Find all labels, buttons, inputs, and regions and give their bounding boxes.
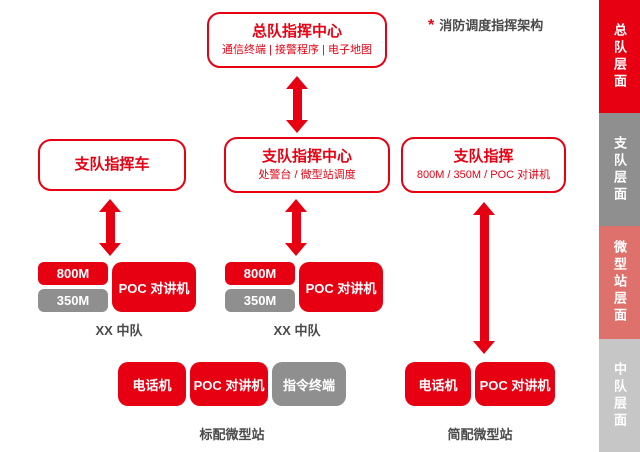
box-poc-standard: POC 对讲机: [190, 362, 268, 406]
box-label: POC 对讲机: [193, 377, 265, 393]
sidebar-item-headquarters-level: 总队层面: [599, 0, 640, 113]
arrow-up-icon: [286, 76, 308, 89]
node-detachment-command-center: 支队指挥中心 处警台 / 微型站调度: [224, 137, 390, 193]
node-subtitle: 通信终端 | 接警程序 | 电子地图: [222, 43, 372, 56]
sidebar-label: 总队层面: [612, 22, 627, 91]
sidebar-label: 中队层面: [612, 361, 627, 430]
box-label: 电话机: [418, 377, 458, 393]
node-title: 总队指挥中心: [251, 23, 342, 41]
node-title: 支队指挥中心: [261, 148, 352, 166]
arrow-detachment-to-simple-station: [473, 202, 495, 354]
arrow-shaft: [105, 211, 115, 244]
node-headquarters-command-center: 总队指挥中心 通信终端 | 接警程序 | 电子地图: [207, 12, 387, 68]
arrow-center-to-center-squad: [285, 199, 307, 256]
arrow-vehicle-to-left-squad: [99, 199, 121, 256]
label-squadron-center: XX 中队: [273, 323, 321, 338]
box-label: 电话机: [132, 377, 172, 393]
arrow-hq-to-detachment-center: [286, 76, 308, 133]
arrow-down-icon: [99, 243, 121, 256]
sidebar-item-detachment-level: 支队层面: [599, 113, 640, 226]
box-poc-radio-center: POC 对讲机: [299, 262, 383, 312]
sidebar-item-micro-station-level: 微型站层面: [599, 226, 640, 339]
box-command-terminal-standard: 指令终端: [272, 362, 346, 406]
box-poc-simple: POC 对讲机: [475, 362, 555, 406]
arrow-down-icon: [285, 243, 307, 256]
node-title: 支队指挥车: [74, 155, 150, 173]
tag-350m-left: 350M: [38, 289, 108, 312]
box-label: POC 对讲机: [479, 377, 551, 393]
arrow-down-icon: [473, 341, 495, 354]
box-phone-standard: 电话机: [118, 362, 186, 406]
arrow-up-icon: [473, 202, 495, 215]
arrow-up-icon: [285, 199, 307, 212]
tag-label: 350M: [56, 293, 90, 308]
label-simple-micro-station: 简配微型站: [447, 427, 513, 442]
diagram-note: * 消防调度指挥架构: [428, 15, 543, 35]
node-detachment-command: 支队指挥 800M / 350M / POC 对讲机: [401, 137, 566, 193]
note-asterisk-icon: *: [428, 17, 435, 34]
arrow-shaft: [292, 88, 302, 121]
sidebar-label: 支队层面: [612, 135, 627, 204]
box-label: POC 对讲机: [305, 280, 377, 296]
tag-label: 800M: [56, 266, 90, 281]
note-text: 消防调度指挥架构: [439, 18, 544, 33]
box-label: POC 对讲机: [118, 280, 190, 296]
node-subtitle: 处警台 / 微型站调度: [258, 168, 356, 181]
label-squadron-left: XX 中队: [95, 323, 143, 338]
box-poc-radio-left: POC 对讲机: [112, 262, 196, 312]
box-label: 指令终端: [282, 377, 335, 393]
box-phone-simple: 电话机: [405, 362, 471, 406]
tag-label: 350M: [243, 293, 277, 308]
sidebar-label: 微型站层面: [612, 240, 627, 325]
node-detachment-command-vehicle: 支队指挥车: [38, 139, 186, 191]
node-subtitle: 800M / 350M / POC 对讲机: [416, 168, 551, 181]
arrow-down-icon: [286, 120, 308, 133]
label-standard-micro-station: 标配微型站: [199, 427, 265, 442]
tag-800m-center: 800M: [225, 262, 295, 285]
arrow-up-icon: [99, 199, 121, 212]
tag-label: 800M: [243, 266, 277, 281]
sidebar-item-squadron-level: 中队层面: [599, 339, 640, 452]
arrow-shaft: [479, 214, 489, 342]
arrow-shaft: [291, 211, 301, 244]
tag-800m-left: 800M: [38, 262, 108, 285]
tag-350m-center: 350M: [225, 289, 295, 312]
node-title: 支队指挥: [453, 148, 514, 166]
